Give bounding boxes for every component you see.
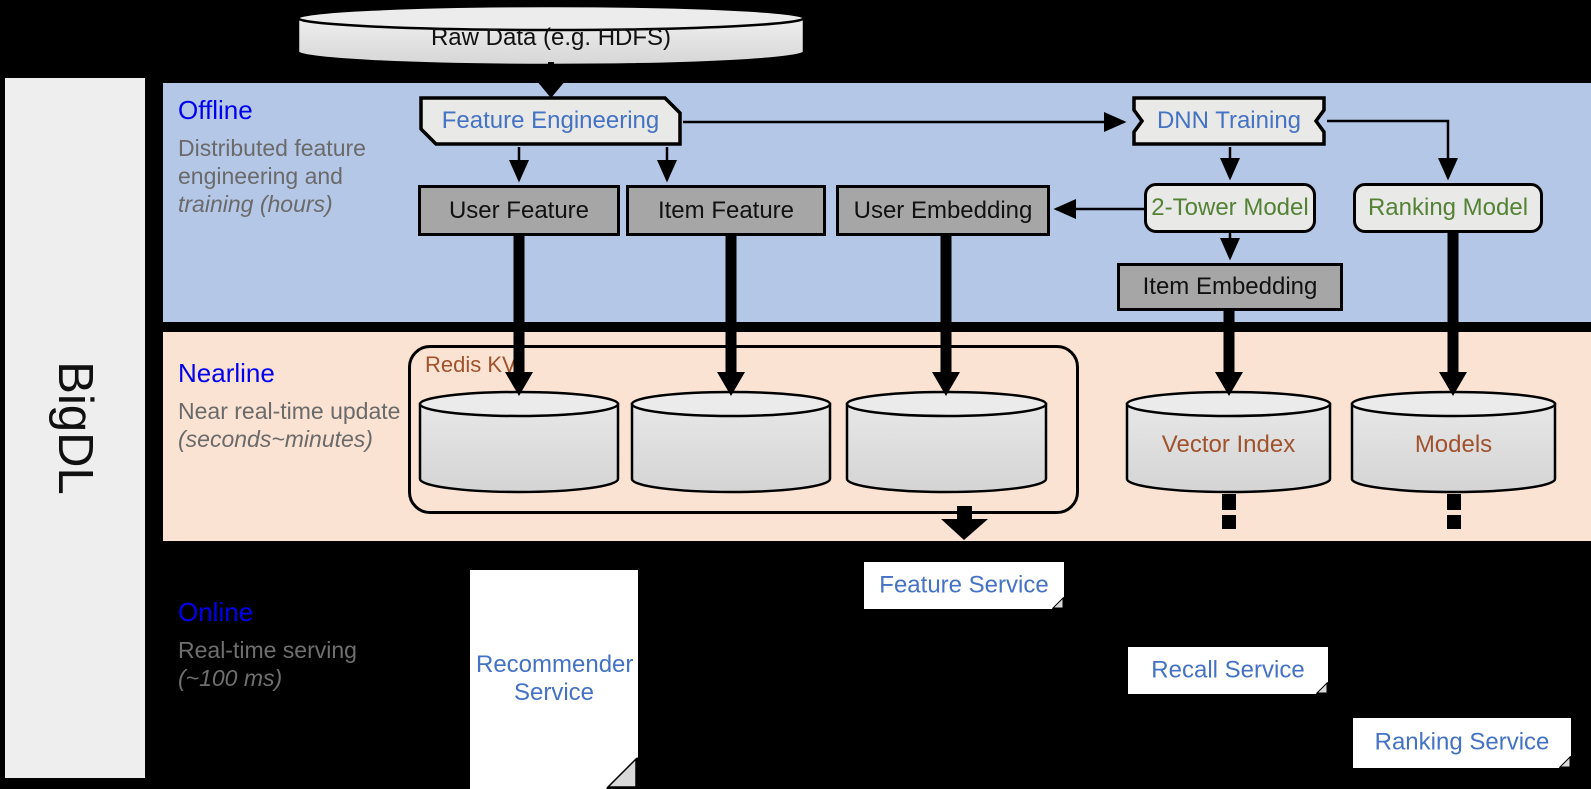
item-embedding-box[interactable]: Item Embedding (1117, 263, 1343, 311)
caption-online-title: Online (178, 597, 254, 627)
dnn-training-node[interactable]: DNN Training (1131, 95, 1327, 147)
recommender-service-note[interactable]: Recommender Service (470, 570, 639, 789)
store-user-feature-cylinder[interactable] (418, 390, 620, 494)
user-embedding-box[interactable]: User Embedding (836, 185, 1050, 236)
user-feature-label: User Feature (448, 196, 590, 224)
caption-offline: Offline Distributed feature engineering … (178, 95, 413, 218)
item-embedding-label: Item Embedding (1142, 273, 1318, 300)
ranking-model-box[interactable]: Ranking Model (1353, 183, 1543, 233)
raw-data-cylinder: Raw Data (e.g. HDFS) (296, 4, 806, 66)
caption-nearline-title: Nearline (178, 358, 275, 388)
two-tower-model-box[interactable]: 2-Tower Model (1144, 183, 1316, 233)
item-feature-box[interactable]: Item Feature (626, 185, 826, 236)
redis-kv-container (408, 345, 1079, 514)
caption-offline-desc: Distributed feature engineering and trai… (178, 135, 366, 218)
models-cylinder[interactable]: Models (1350, 390, 1557, 494)
user-feature-box[interactable]: User Feature (418, 185, 620, 236)
caption-nearline: Nearline Near real-time update (seconds~… (178, 358, 413, 453)
ranking-service-label: Ranking Service (1374, 728, 1550, 756)
ranking-model-label: Ranking Model (1367, 194, 1529, 221)
item-feature-label: Item Feature (657, 196, 795, 224)
sidebar-bigdl: BigDL (5, 78, 145, 778)
user-embedding-label: User Embedding (853, 196, 1033, 224)
vector-index-cylinder[interactable]: Vector Index (1125, 390, 1332, 494)
caption-online: Online Real-time serving (~100 ms) (178, 597, 413, 692)
caption-nearline-desc: Near real-time update (seconds~minutes) (178, 398, 401, 453)
feature-service-label: Feature Service (879, 571, 1049, 599)
two-tower-model-label: 2-Tower Model (1151, 194, 1309, 221)
feature-engineering-node[interactable]: Feature Engineering (418, 95, 683, 147)
sidebar-label: BigDL (48, 361, 102, 495)
store-user-embedding-cylinder[interactable] (845, 390, 1048, 494)
caption-offline-title: Offline (178, 95, 253, 125)
caption-online-desc: Real-time serving (~100 ms) (178, 637, 357, 692)
ranking-service-note[interactable]: Ranking Service (1353, 718, 1572, 769)
recall-service-note[interactable]: Recall Service (1128, 647, 1329, 695)
feature-service-note[interactable]: Feature Service (864, 562, 1065, 610)
band-online (158, 546, 1591, 789)
store-item-feature-cylinder[interactable] (630, 390, 832, 494)
recommender-service-label: Recommender Service (476, 650, 634, 707)
recall-service-label: Recall Service (1151, 656, 1305, 684)
redis-kv-label: Redis KV (425, 352, 517, 377)
